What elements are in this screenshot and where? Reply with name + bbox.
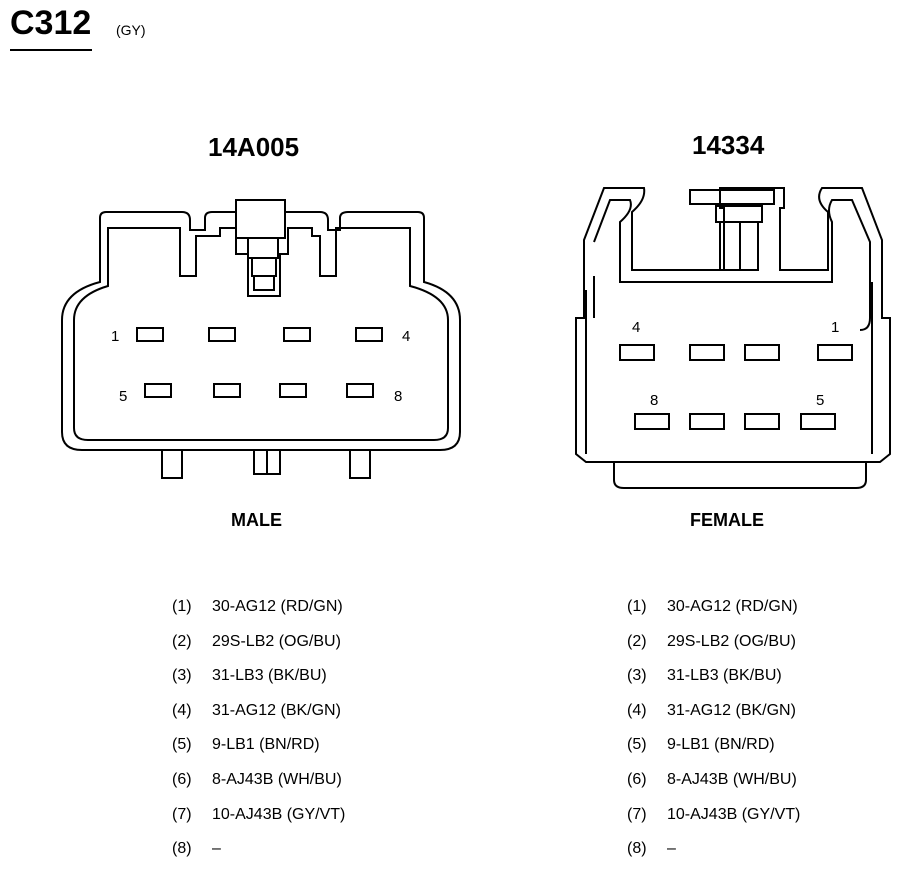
wire-id: 31-AG12 (BK/GN) xyxy=(667,701,796,719)
male-pin-label-8: 8 xyxy=(394,388,402,405)
pin-number: (7) xyxy=(172,805,192,823)
list-item: (1) 30-AG12 (RD/GN) xyxy=(627,598,800,633)
wire-id: 30-AG12 (RD/GN) xyxy=(212,598,343,615)
wire-id: – xyxy=(212,840,221,858)
list-item: (7) 10-AJ43B (GY/VT) xyxy=(627,806,800,841)
male-pin-label-5: 5 xyxy=(119,388,127,405)
female-pin-label-5: 5 xyxy=(816,392,824,409)
list-item: (4) 31-AG12 (BK/GN) xyxy=(627,702,800,737)
list-item: (7) 10-AJ43B (GY/VT) xyxy=(172,806,345,841)
female-label: FEMALE xyxy=(690,510,764,530)
list-item: (3) 31-LB3 (BK/BU) xyxy=(627,667,800,702)
list-item: (8) – xyxy=(627,840,800,875)
male-pin-label-1: 1 xyxy=(111,328,119,345)
list-item: (5) 9-LB1 (BN/RD) xyxy=(627,736,800,771)
wire-id: 10-AJ43B (GY/VT) xyxy=(212,805,346,823)
female-pin-label-4: 4 xyxy=(632,319,640,336)
list-item: (1) 30-AG12 (RD/GN) xyxy=(172,598,345,633)
wire-id: 29S-LB2 (OG/BU) xyxy=(667,632,796,650)
pin-number: (1) xyxy=(627,598,647,615)
pin-number: (2) xyxy=(627,632,647,650)
list-item: (2) 29S-LB2 (OG/BU) xyxy=(172,633,345,668)
list-item: (6) 8-AJ43B (WH/BU) xyxy=(172,771,345,806)
list-item: (6) 8-AJ43B (WH/BU) xyxy=(627,771,800,806)
female-pin-label-1: 1 xyxy=(831,319,839,336)
list-item: (5) 9-LB1 (BN/RD) xyxy=(172,736,345,771)
wire-id: 8-AJ43B (WH/BU) xyxy=(667,770,797,788)
wire-id: 31-LB3 (BK/BU) xyxy=(667,667,782,685)
male-connector-outline xyxy=(61,199,461,479)
title-underline xyxy=(10,49,92,51)
wire-id: 31-AG12 (BK/GN) xyxy=(212,701,341,719)
female-pin-label-8: 8 xyxy=(650,392,658,409)
male-pin-label-4: 4 xyxy=(402,328,410,345)
wire-id: 10-AJ43B (GY/VT) xyxy=(667,805,801,823)
pin-number: (5) xyxy=(172,736,192,754)
pin-number: (5) xyxy=(627,736,647,754)
male-part-number: 14A005 xyxy=(208,132,300,162)
female-pinout-list: (1) 30-AG12 (RD/GN) (2) 29S-LB2 (OG/BU) (3… xyxy=(627,598,800,875)
wire-id: 30-AG12 (RD/GN) xyxy=(667,598,798,615)
pin-number: (6) xyxy=(172,770,192,788)
male-pinout-list: (1) 30-AG12 (RD/GN) (2) 29S-LB2 (OG/BU) (3… xyxy=(172,598,345,875)
pin-number: (3) xyxy=(172,667,192,685)
connector-color-code: (GY) xyxy=(116,22,146,38)
pin-number: (3) xyxy=(627,667,647,685)
pin-number: (6) xyxy=(627,770,647,788)
wire-id: 9-LB1 (BN/RD) xyxy=(667,736,775,754)
wire-id: 29S-LB2 (OG/BU) xyxy=(212,632,341,650)
pin-number: (1) xyxy=(172,598,192,615)
list-item: (2) 29S-LB2 (OG/BU) xyxy=(627,633,800,668)
list-item: (8) – xyxy=(172,840,345,875)
list-item: (4) 31-AG12 (BK/GN) xyxy=(172,702,345,737)
pin-number: (4) xyxy=(627,701,647,719)
female-connector-outline xyxy=(575,187,891,489)
pin-number: (7) xyxy=(627,805,647,823)
pin-number: (8) xyxy=(627,840,647,858)
wire-id: 9-LB1 (BN/RD) xyxy=(212,736,320,754)
pin-number: (8) xyxy=(172,840,192,858)
female-part-number: 14334 xyxy=(692,130,765,160)
pin-number: (4) xyxy=(172,701,192,719)
connector-id: C312 xyxy=(10,4,92,42)
wire-id: 8-AJ43B (WH/BU) xyxy=(212,770,342,788)
list-item: (3) 31-LB3 (BK/BU) xyxy=(172,667,345,702)
wire-id: – xyxy=(667,840,676,858)
pin-number: (2) xyxy=(172,632,192,650)
wire-id: 31-LB3 (BK/BU) xyxy=(212,667,327,685)
male-label: MALE xyxy=(231,510,282,530)
